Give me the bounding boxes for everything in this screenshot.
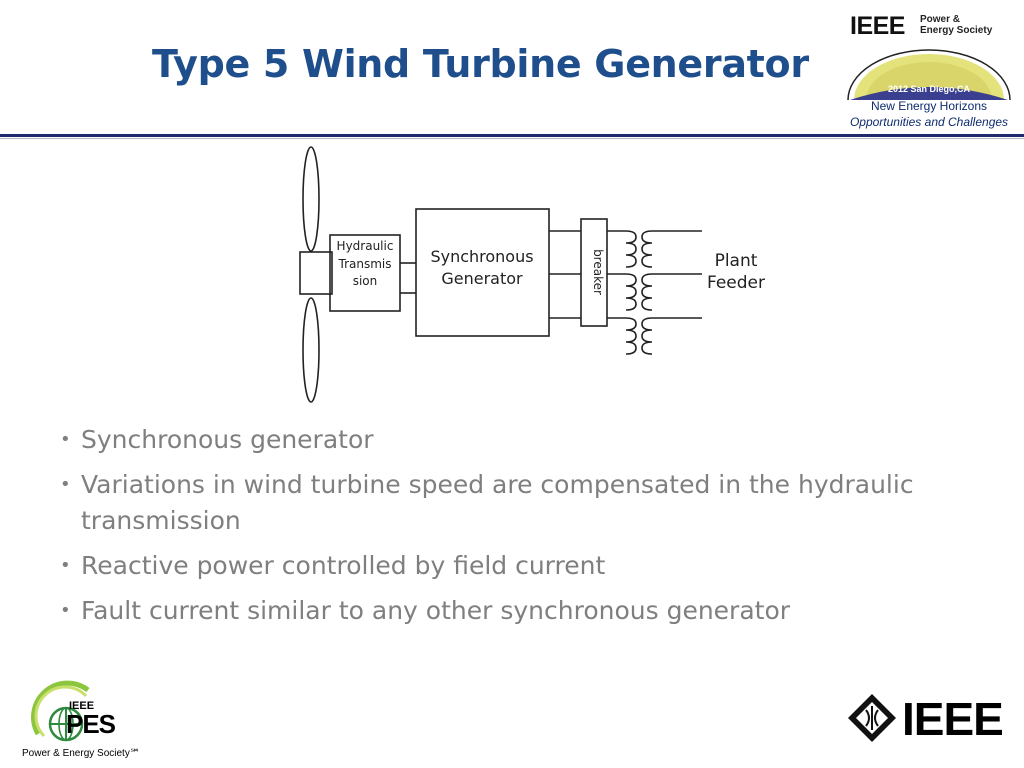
pes-logo-ieee: IEEE (69, 700, 95, 712)
conference-logo-ieee: IEEE (850, 12, 905, 40)
synchronous-generator-box (415, 208, 550, 337)
title-divider-thin (0, 138, 1024, 139)
bullet-item: • Synchronous generator (60, 422, 960, 458)
bullet-item: • Variations in wind turbine speed are co… (60, 467, 960, 539)
hydraulic-label-line-3: sion (353, 274, 378, 288)
generator-label-line-1: Synchronous (430, 247, 533, 266)
conference-logo-society-line-2: Energy Society (920, 25, 993, 36)
conference-logo-society-line-1: Power & (920, 14, 961, 25)
ieee-diamond-icon (848, 694, 896, 742)
ieee-logo-text: IEEE (902, 693, 1004, 745)
turbine-blade-lower (302, 297, 320, 403)
conference-tagline-1: New Energy Horizons (870, 99, 988, 113)
hydraulic-label-line-1: Hydraulic (337, 239, 394, 253)
ieee-pes-logo: IEEE PES Power & Energy Society℠ (22, 676, 162, 762)
ieee-logo: IEEE (846, 690, 1018, 746)
bullet-text: Fault current similar to any other synch… (81, 596, 791, 625)
pes-globe-icon (31, 680, 90, 742)
wind-turbine-diagram: Hydraulic Transmis sion Synchronous Gene… (299, 146, 765, 403)
conference-logo-society: Power & Energy Society (920, 14, 992, 36)
bullet-item: • Fault current similar to any other sync… (60, 593, 960, 629)
bullet-dot-icon: • (60, 429, 71, 450)
bullet-list: • Synchronous generator • Variations in wi… (60, 422, 960, 638)
bullet-dot-icon: • (60, 555, 71, 576)
pes-logo-caption: Power & Energy Society℠ (22, 748, 141, 759)
turbine-blade-upper (302, 146, 320, 252)
breaker-box (580, 218, 608, 327)
bullet-dot-icon: • (60, 600, 71, 621)
bullet-text: Synchronous generator (81, 425, 374, 454)
bullet-text: Reactive power controlled by field curre… (81, 551, 606, 580)
bullet-dot-icon: • (60, 474, 71, 495)
generator-label-line-2: Generator (441, 269, 523, 288)
pes-logo-text: PES (66, 709, 116, 739)
feeder-label-line-2: Feeder (707, 273, 765, 293)
feeder-label-line-1: Plant (715, 251, 758, 271)
turbine-hub (299, 251, 333, 295)
hydraulic-label-line-2: Transmis (338, 257, 392, 271)
hydraulic-transmission-box (329, 234, 401, 312)
bullet-text: Variations in wind turbine speed are com… (81, 470, 914, 535)
conference-tagline-2: Opportunities and Challenges (849, 115, 1009, 129)
conference-logo: IEEE Power & Energy Society 2012 San Die… (840, 6, 1018, 146)
title-divider (0, 134, 1024, 137)
sunrise-arc-icon (847, 49, 1011, 100)
breaker-label: breaker (591, 249, 605, 295)
slide-title: Type 5 Wind Turbine Generator (152, 42, 809, 86)
bullet-item: • Reactive power controlled by field curr… (60, 548, 960, 584)
conference-event: 2012 San Diego,CA (887, 84, 971, 94)
